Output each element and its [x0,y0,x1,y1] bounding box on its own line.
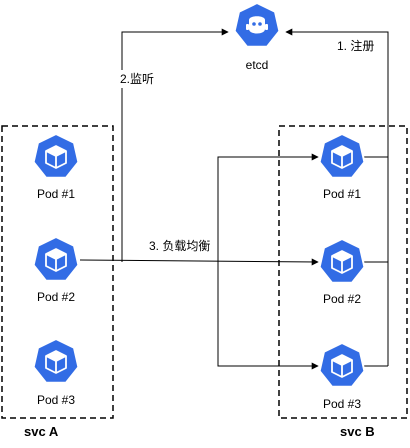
pod-cube-icon [318,133,366,179]
register-label: 1. 注册 [337,38,374,53]
svc-a-title: svc A [24,424,59,439]
svc-b-title: svc B [340,424,375,439]
pod-cube-icon [318,342,366,388]
pod-label: Pod #2 [37,290,75,304]
svc-a-pod-1: Pod #1 [32,133,80,201]
svc-a-group-box [1,125,114,419]
svc-a-pod-3: Pod #3 [32,338,80,407]
pod-label: Pod #1 [37,187,75,201]
kubernetes-etcd-icon [233,1,281,48]
etcd-node: etcd [233,1,281,72]
pod-cube-icon [32,133,80,179]
register-edge [285,28,389,366]
pod-cube-icon [32,338,80,384]
pod-label: Pod #3 [323,397,361,411]
etcd-label: etcd [246,58,269,72]
svc-b-pod-2: Pod #2 [318,238,366,306]
load-balance-label: 3. 负载均衡 [149,239,210,253]
svc-b-group-box [278,125,408,419]
svc-b-pod-1: Pod #1 [318,133,366,201]
register-label-bg [332,37,380,55]
pod-label: Pod #2 [323,292,361,306]
load-balance-edge-main [79,258,319,266]
watch-edge [121,28,229,262]
watch-label-bg [118,70,158,88]
load-balance-edge-to-pod3 [217,261,319,370]
load-balance-edge-to-pod1 [217,153,319,261]
watch-label: 2.监听 [120,72,154,86]
pod-cube-icon [32,236,80,282]
pod-label: Pod #1 [323,187,361,201]
svc-a-pod-2: Pod #2 [32,236,80,304]
svc-b-pod-3: Pod #3 [318,342,366,411]
pod-label: Pod #3 [37,393,75,407]
pod-cube-icon [318,238,366,284]
